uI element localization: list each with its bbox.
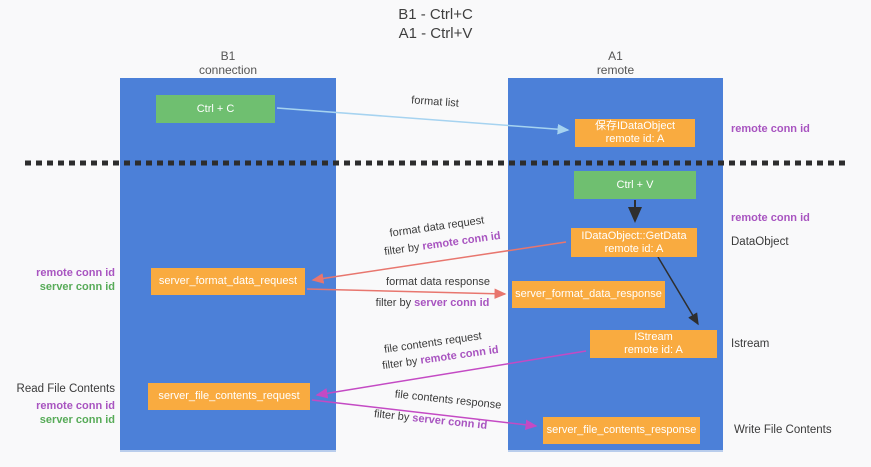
- filter-prefix: filter by: [373, 408, 413, 425]
- filter-prefix: filter by: [375, 297, 415, 309]
- box-ctrl-v: Ctrl + V: [574, 171, 696, 199]
- box-getdata-line2: remote id: A: [604, 242, 664, 255]
- filter-prefix: filter by: [381, 354, 422, 373]
- annotation-left-format-remote-conn-id: remote conn id: [36, 267, 115, 279]
- annotation-write-file-contents: Write File Contents: [734, 424, 832, 436]
- filter-key: server conn id: [414, 297, 490, 309]
- lane-b1-title: B1: [220, 49, 236, 63]
- box-format-response-label: server_format_data_response: [515, 288, 662, 300]
- box-file-response-label: server_file_contents_response: [546, 424, 697, 436]
- box-save-idataobject: 保存IDataObject remote id: A: [575, 119, 695, 147]
- box-format-request-label: server_format_data_request: [158, 275, 298, 287]
- annotation-left-file-remote-conn-id: remote conn id: [36, 400, 115, 412]
- box-istream-line2: remote id: A: [624, 344, 683, 356]
- box-server-file-contents-request: server_file_contents_request: [148, 383, 310, 410]
- box-server-format-data-response: server_format_data_response: [512, 281, 665, 308]
- box-getdata-line1: IDataObject::GetData: [581, 229, 687, 242]
- label-file-contents-response: file contents response: [394, 388, 502, 412]
- label-format-list: format list: [410, 94, 460, 110]
- lane-a1-title: A1: [608, 49, 623, 63]
- box-server-format-data-request: server_format_data_request: [151, 268, 305, 295]
- lane-header-a1: A1 remote: [508, 49, 723, 77]
- title-line-1: B1 - Ctrl+C: [398, 6, 473, 23]
- annotation-istream: Istream: [731, 338, 770, 350]
- annotation-remote-conn-id-top: remote conn id: [731, 123, 810, 135]
- box-istream: IStream remote id: A: [590, 330, 717, 358]
- label-format-data-response: format data response: [386, 276, 490, 288]
- annotation-left-file-server-conn-id: server conn id: [39, 414, 115, 426]
- box-ctrl-c-label: Ctrl + C: [196, 102, 235, 115]
- title-line-2: A1 - Ctrl+V: [398, 25, 473, 42]
- box-ctrl-c: Ctrl + C: [156, 95, 275, 123]
- lane-header-b1: B1 connection: [120, 49, 336, 77]
- annotation-dataobject: DataObject: [731, 236, 789, 248]
- box-idataobject-getdata: IDataObject::GetData remote id: A: [571, 228, 697, 257]
- label-filter-server-conn-id-format: filter by server conn id: [360, 297, 505, 310]
- box-server-file-contents-response: server_file_contents_response: [543, 417, 700, 444]
- filter-key: server conn id: [411, 412, 488, 432]
- annotation-left-format-server-conn-id: server conn id: [39, 281, 115, 293]
- lane-b1-subtitle: connection: [198, 63, 258, 77]
- box-istream-line1: IStream: [634, 331, 673, 343]
- box-save-idataobject-line2: remote id: A: [605, 133, 665, 145]
- lane-a1-subtitle: remote: [596, 63, 635, 77]
- box-file-request-label: server_file_contents_request: [158, 390, 300, 402]
- diagram-title: B1 - Ctrl+C A1 - Ctrl+V: [0, 5, 871, 43]
- label-filter-server-conn-id-file: filter by server conn id: [358, 406, 504, 434]
- arrow-format-request-to-response: [306, 288, 507, 299]
- annotation-remote-conn-id-mid: remote conn id: [731, 212, 810, 224]
- box-save-idataobject-line1: 保存IDataObject: [594, 120, 676, 132]
- annotation-read-file-contents: Read File Contents: [16, 383, 115, 395]
- box-ctrl-v-label: Ctrl + V: [616, 178, 654, 191]
- filter-prefix: filter by: [383, 240, 424, 259]
